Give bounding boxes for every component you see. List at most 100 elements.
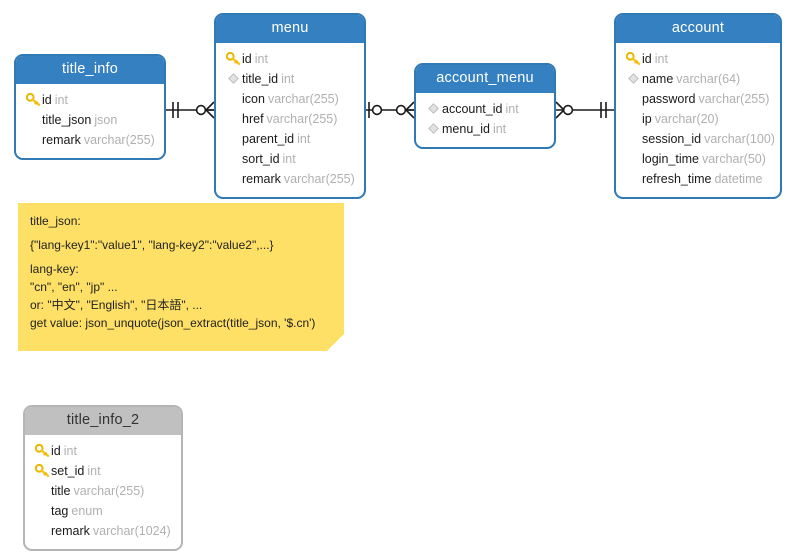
entity-account_menu[interactable]: account_menu account_id int menu_id — [414, 63, 556, 149]
field-type: varchar(50) — [701, 151, 766, 166]
diamond-icon — [424, 121, 442, 137]
field-row[interactable]: tag enum — [33, 501, 171, 521]
field-row[interactable]: title_id int — [224, 69, 354, 89]
field-type: varchar(20) — [654, 111, 719, 126]
field-row[interactable]: ip varchar(20) — [624, 109, 770, 129]
field-name: remark — [42, 132, 81, 147]
field-row[interactable]: title_json json — [24, 110, 154, 130]
field-type: json — [94, 112, 118, 127]
relationship-title_info-menu — [166, 101, 215, 119]
diamond-icon — [224, 71, 242, 87]
entity-title_info-fields: id int title_json json remark varchar(25… — [16, 84, 164, 158]
no-marker — [624, 171, 642, 187]
field-row[interactable]: name varchar(64) — [624, 69, 770, 89]
no-marker — [24, 112, 42, 128]
entity-title_info_2-title: title_info_2 — [25, 407, 181, 435]
no-marker — [33, 503, 51, 519]
no-marker — [33, 483, 51, 499]
sticky-note-title_json[interactable]: title_json: {"lang-key1":"value1", "lang… — [18, 203, 344, 351]
diamond-icon — [424, 101, 442, 117]
field-row[interactable]: refresh_time datetime — [624, 169, 770, 189]
note-line: title_json: — [30, 214, 81, 228]
entity-title_info[interactable]: title_info id int title_json json — [14, 54, 166, 160]
note-line: {"lang-key1":"value1", "lang-key2":"valu… — [30, 238, 274, 252]
field-row[interactable]: remark varchar(1024) — [33, 521, 171, 541]
field-row[interactable]: login_time varchar(50) — [624, 149, 770, 169]
no-marker — [624, 111, 642, 127]
field-type: varchar(100) — [704, 131, 775, 146]
key-icon — [224, 51, 242, 67]
field-type: varchar(255) — [73, 483, 145, 498]
entity-account-title: account — [616, 15, 780, 43]
field-row[interactable]: menu_id int — [424, 119, 544, 139]
field-type: int — [297, 131, 311, 146]
diamond-icon — [624, 71, 642, 87]
field-row[interactable]: icon varchar(255) — [224, 89, 354, 109]
no-marker — [224, 111, 242, 127]
field-row[interactable]: id int — [624, 49, 770, 69]
no-marker — [224, 131, 242, 147]
no-marker — [224, 171, 242, 187]
field-name: title_json — [42, 112, 92, 127]
field-type: varchar(255) — [267, 91, 339, 106]
no-marker — [224, 91, 242, 107]
key-icon — [33, 443, 51, 459]
entity-account[interactable]: account id int nam — [614, 13, 782, 199]
field-name: refresh_time — [642, 171, 712, 186]
field-row[interactable]: remark varchar(255) — [224, 169, 355, 189]
field-type: int — [281, 71, 295, 86]
field-name: id — [242, 51, 252, 66]
field-name: remark — [242, 171, 281, 186]
no-marker — [624, 131, 642, 147]
field-name: session_id — [642, 131, 702, 146]
field-row[interactable]: title varchar(255) — [33, 481, 171, 501]
note-line: get value: json_unquote(json_extract(tit… — [30, 316, 316, 330]
field-name: menu_id — [442, 121, 490, 136]
entity-account-fields: id int name varchar(64) password varchar… — [616, 43, 780, 197]
field-row[interactable]: remark varchar(255) — [24, 130, 155, 150]
no-marker — [624, 91, 642, 107]
entity-account_menu-fields: account_id int menu_id int — [416, 93, 554, 147]
entity-menu-title: menu — [216, 15, 364, 43]
field-name: password — [642, 91, 696, 106]
no-marker — [624, 151, 642, 167]
field-type: int — [254, 51, 268, 66]
field-name: title — [51, 483, 71, 498]
field-type: datetime — [714, 171, 763, 186]
field-type: varchar(255) — [266, 111, 338, 126]
entity-menu[interactable]: menu id int title_ — [214, 13, 366, 199]
field-type: varchar(255) — [83, 132, 155, 147]
field-name: id — [42, 92, 52, 107]
field-row[interactable]: href varchar(255) — [224, 109, 354, 129]
field-name: tag — [51, 503, 69, 518]
entity-account_menu-title: account_menu — [416, 65, 554, 93]
no-marker — [24, 132, 42, 148]
entity-title_info_2[interactable]: title_info_2 id int — [23, 405, 183, 551]
key-icon — [33, 463, 51, 479]
field-row[interactable]: password varchar(255) — [624, 89, 770, 109]
field-row[interactable]: set_id int — [33, 461, 171, 481]
field-row[interactable]: parent_id int — [224, 129, 354, 149]
field-row[interactable]: id int — [224, 49, 354, 69]
field-name: set_id — [51, 463, 85, 478]
field-name: name — [642, 71, 674, 86]
field-row[interactable]: id int — [33, 441, 171, 461]
field-type: int — [654, 51, 668, 66]
field-type: int — [492, 121, 507, 136]
field-name: icon — [242, 91, 265, 106]
field-name: href — [242, 111, 264, 126]
field-row[interactable]: id int — [24, 90, 154, 110]
no-marker — [224, 151, 242, 167]
field-type: varchar(1024) — [92, 523, 171, 538]
entity-title_info-title: title_info — [16, 56, 164, 84]
field-row[interactable]: session_id varchar(100) — [624, 129, 775, 149]
note-line: or: "中文", "English", "日本語", ... — [30, 298, 203, 312]
field-row[interactable]: sort_id int — [224, 149, 354, 169]
field-row[interactable]: account_id int — [424, 99, 544, 119]
field-name: ip — [642, 111, 652, 126]
field-type: enum — [71, 503, 103, 518]
field-type: varchar(64) — [676, 71, 741, 86]
note-fold-corner — [327, 334, 344, 351]
field-name: id — [642, 51, 652, 66]
